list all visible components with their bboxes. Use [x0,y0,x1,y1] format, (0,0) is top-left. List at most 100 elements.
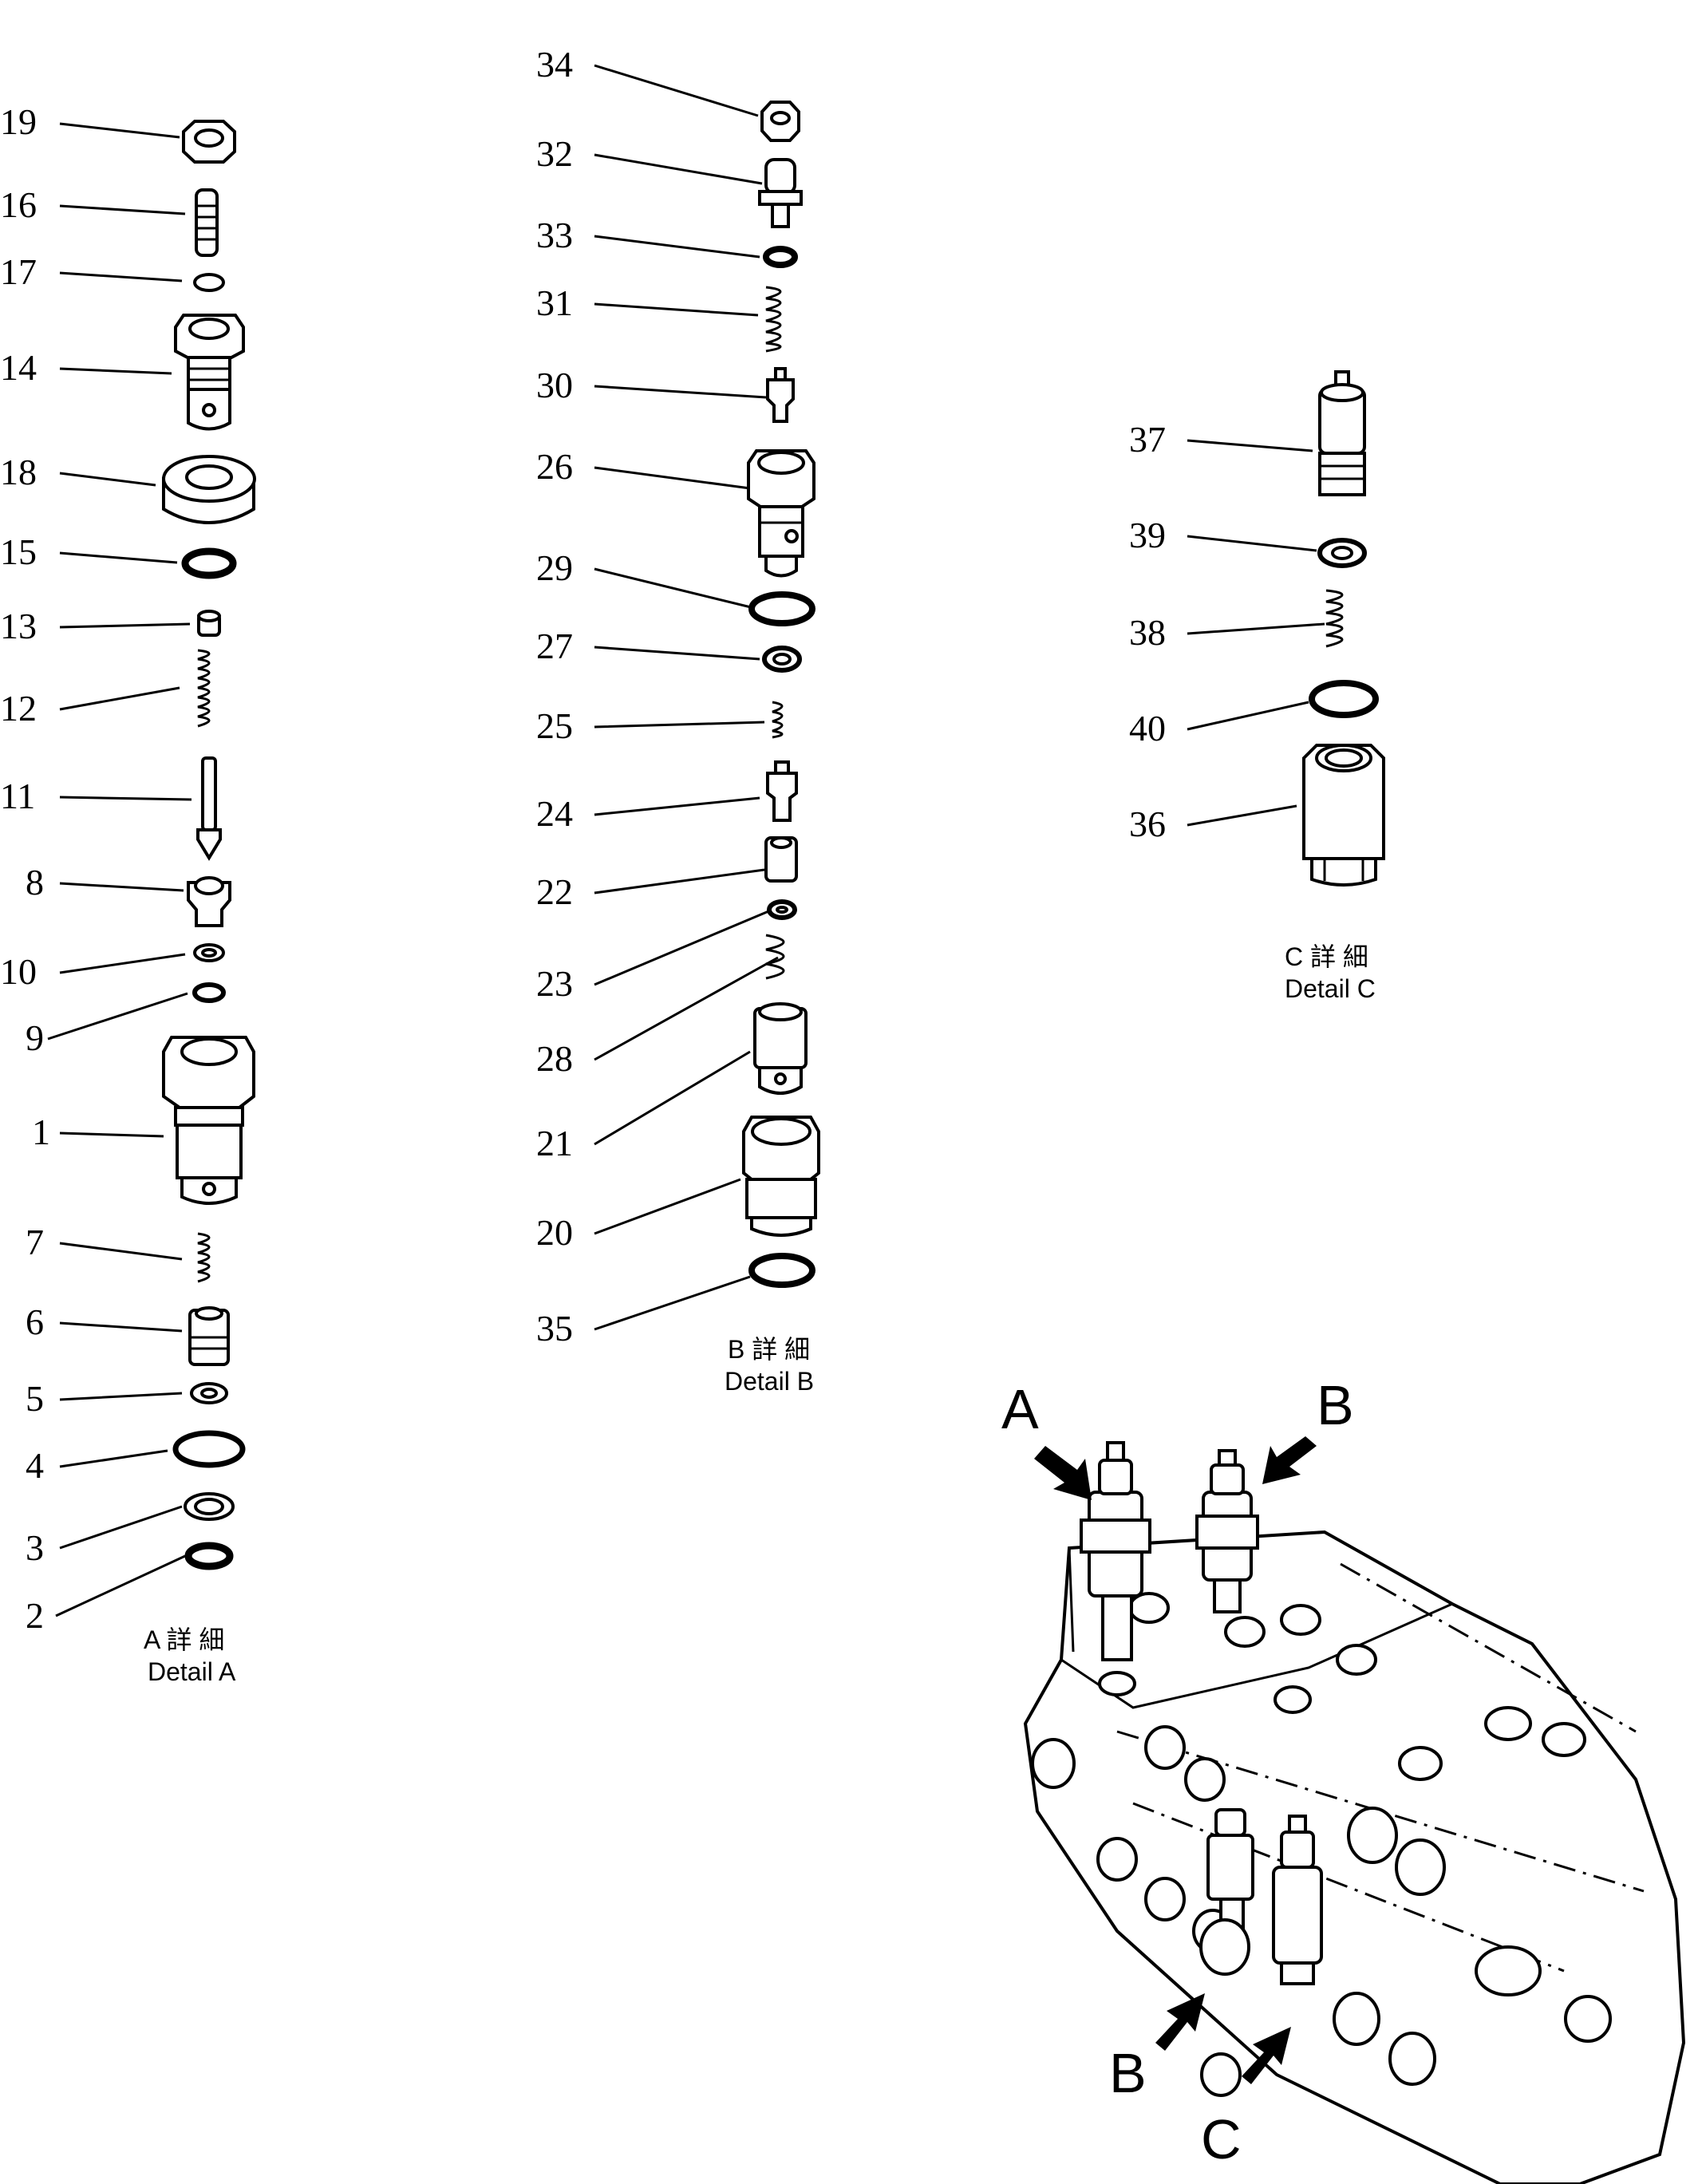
arrow-c [1242,2027,1291,2084]
callout-14: 14 [0,347,37,388]
part-13-seat [197,610,221,637]
detail-c-caption-ja: C 詳 細 [1285,942,1368,971]
part-21-piston [753,1002,808,1095]
part-36-body [1302,744,1385,887]
assembly-relief-valve-b [1195,1449,1259,1613]
part-20-body [742,1116,820,1237]
callout-2: 2 [26,1595,44,1636]
part-15-o-ring [181,547,237,579]
callout-37: 37 [1129,419,1166,460]
part-27-seat [762,646,802,673]
callout-3: 3 [26,1527,44,1568]
detail-a-caption-ja: A 詳 細 [144,1625,224,1654]
part-1-main-relief-body [162,1036,255,1205]
callout-35: 35 [536,1308,573,1349]
assembly-suction-valve-c [1272,1815,1323,1985]
callout-5: 5 [26,1378,44,1419]
detail-a-leader-lines [47,122,192,1617]
view-label-a: A [1001,1378,1039,1440]
part-33-o-ring [763,246,798,268]
part-7-spring [197,1232,211,1283]
part-19-cap-nut [182,120,236,164]
callout-38: 38 [1129,612,1166,653]
part-32-adjusting-screw [758,158,803,228]
part-8-plug [187,876,231,927]
arrow-b-top [1262,1436,1317,1484]
callout-33: 33 [536,215,573,255]
callout-28: 28 [536,1038,573,1079]
callout-9: 9 [26,1017,44,1058]
part-40-o-ring [1309,680,1379,718]
part-39-washer [1317,538,1367,568]
part-38-spring [1325,589,1344,648]
part-6-poppet [188,1306,230,1366]
callout-7: 7 [26,1222,44,1262]
part-28-spring [765,934,785,980]
part-3-backup-ring [184,1492,235,1521]
callout-20: 20 [536,1212,573,1253]
callout-32: 32 [536,133,573,174]
callout-24: 24 [536,793,573,834]
part-2-o-ring [184,1542,234,1570]
callout-6: 6 [26,1301,44,1342]
callout-1: 1 [32,1112,50,1152]
callout-25: 25 [536,705,573,746]
part-17-o-ring [193,273,225,292]
part-23-washer [767,899,797,920]
part-22-sleeve [764,836,798,883]
detail-c-leader-lines [1187,439,1325,827]
callout-18: 18 [0,452,37,492]
callout-29: 29 [536,547,573,588]
part-29-o-ring [748,591,815,626]
part-9-o-ring [192,982,226,1003]
view-label-b-bottom: B [1109,2042,1147,2104]
detail-c-group: 37 39 38 40 36 C 詳 細 Detail C [1129,370,1385,1003]
callout-36: 36 [1129,804,1166,844]
part-4-o-ring [172,1430,246,1468]
callout-11: 11 [0,776,35,816]
part-34-cap-nut [760,101,800,142]
part-37-adjuster [1318,370,1366,496]
callout-8: 8 [26,862,44,902]
callout-40: 40 [1129,708,1166,748]
part-30-poppet [766,367,795,423]
callout-4: 4 [26,1445,44,1486]
part-12-spring [197,649,211,728]
part-14-pilot-body [174,314,245,431]
part-18-lock-nut [162,455,256,524]
part-31-spring [765,286,782,353]
callout-26: 26 [536,446,573,487]
detail-b-caption-ja: B 詳 細 [728,1335,810,1364]
detail-b-leader-lines [594,64,779,1331]
callout-30: 30 [536,365,573,405]
callout-10: 10 [0,951,37,992]
arrow-a [1034,1446,1092,1500]
callout-19: 19 [0,101,37,142]
callout-27: 27 [536,626,573,666]
part-16-adjusting-screw [195,188,219,257]
callout-23: 23 [536,963,573,1004]
part-24-poppet [766,760,798,822]
assembly-safety-valve-b [1199,1808,1254,1976]
assembly-relief-valve-a [1080,1441,1151,1696]
callout-16: 16 [0,184,37,225]
valve-block-top-face [1060,1547,1453,1709]
callout-31: 31 [536,282,573,323]
callout-22: 22 [536,871,573,912]
part-10-washer [193,943,225,962]
callout-39: 39 [1129,515,1166,555]
part-11-needle-valve [196,756,222,861]
detail-a-caption-en: Detail A [148,1657,236,1686]
part-35-o-ring [748,1253,815,1288]
control-valve-assembly-view: A B B C [1001,1374,1686,2184]
callout-21: 21 [536,1123,573,1163]
detail-b-caption-en: Detail B [725,1367,814,1396]
view-label-c: C [1201,2108,1242,2170]
arrow-b-bottom [1155,1993,1205,2051]
view-label-b-top: B [1317,1374,1354,1436]
callout-15: 15 [0,531,37,572]
part-26-pilot-body [747,449,815,578]
detail-c-caption-en: Detail C [1285,974,1376,1003]
part-25-spring [772,701,784,739]
